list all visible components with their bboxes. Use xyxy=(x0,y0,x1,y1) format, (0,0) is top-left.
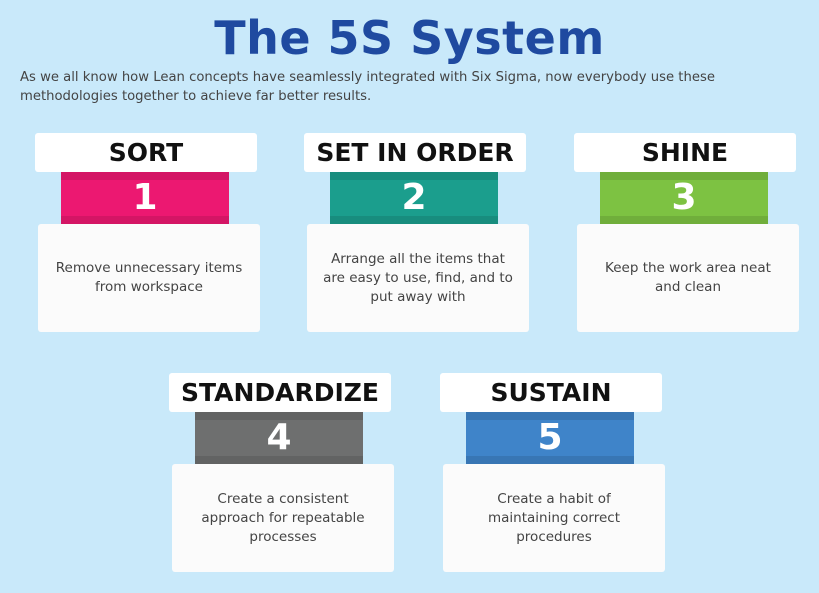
page-title: The 5S System xyxy=(214,11,605,65)
step-name: SUSTAIN xyxy=(440,373,662,412)
step-number: 1 xyxy=(61,172,229,224)
step-description-box: Remove unnecessary items from workspace xyxy=(38,224,260,332)
step-description: Keep the work area neat and clean xyxy=(605,260,771,295)
step-name: SET IN ORDER xyxy=(304,133,526,172)
step-description-box: Keep the work area neat and clean xyxy=(577,224,799,332)
step-description-box: Arrange all the items that are easy to u… xyxy=(307,224,529,332)
step-description: Arrange all the items that are easy to u… xyxy=(323,250,513,305)
step-description-box: Create a consistent approach for repeata… xyxy=(172,464,394,572)
step-description-box: Create a habit of maintaining correct pr… xyxy=(443,464,665,572)
step-description: Remove unnecessary items from workspace xyxy=(55,260,243,295)
step-number: 5 xyxy=(466,412,634,464)
step-number: 4 xyxy=(195,412,363,464)
step-name: STANDARDIZE xyxy=(169,373,391,412)
step-description: Create a habit of maintaining correct pr… xyxy=(487,490,621,545)
step-name: SHINE xyxy=(574,133,796,172)
step-number: 3 xyxy=(600,172,768,224)
step-description: Create a consistent approach for repeata… xyxy=(201,490,365,545)
step-number: 2 xyxy=(330,172,498,224)
step-name: SORT xyxy=(35,133,257,172)
intro-text: As we all know how Lean concepts have se… xyxy=(20,70,715,104)
